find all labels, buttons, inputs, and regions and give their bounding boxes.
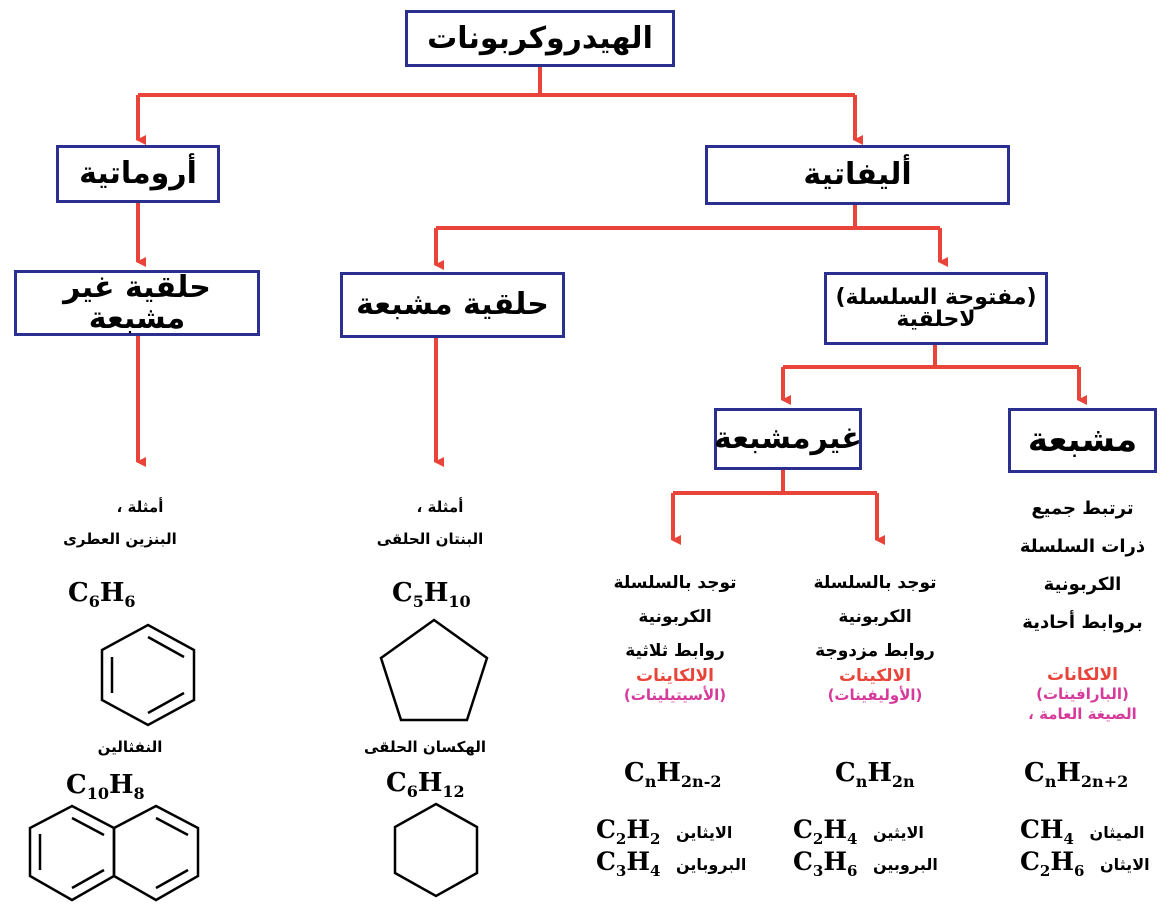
- benzene-formula: C6H6: [68, 578, 136, 612]
- alkanes-description: ترتبط جميع ذرات السلسلة الكربونية بروابط…: [1019, 498, 1146, 633]
- cyclic-unsaturated-box: حلقية غير مشبعة: [14, 270, 260, 336]
- benzene-structure: [100, 623, 196, 727]
- cyclic-unsaturated-label: حلقية غير مشبعة: [63, 269, 211, 336]
- aromatic-examples-label: أمثلة ،: [116, 498, 164, 516]
- unsaturated-box: غيرمشبعة: [714, 408, 862, 470]
- open-chain-label: (مفتوحة السلسلة): [835, 284, 1037, 310]
- general-formula-label: الصيغة العامة ،: [1028, 705, 1137, 723]
- alkenes-class-name: الالكينات: [838, 666, 912, 686]
- olefins-alt-name: (الأوليفينات): [827, 686, 923, 704]
- ethane-example: C2H6 الايثان: [1020, 847, 1150, 880]
- alkynes-general-formula: CnH2n-2: [624, 758, 722, 792]
- aliphatic-label: أليفاتية: [803, 157, 912, 193]
- cyclic-examples-label: أمثلة ،: [416, 498, 464, 516]
- aliphatic-box: أليفاتية: [705, 145, 1010, 205]
- naphthalene-structure: [28, 804, 200, 902]
- naphthalene-name: النفثالين: [97, 738, 163, 756]
- alkynes-class-name: الالكاينات: [636, 666, 714, 686]
- acyclic-label: لاحلقية: [896, 306, 976, 332]
- open-chain-box: (مفتوحة السلسلة) لاحلقية: [824, 272, 1048, 345]
- alkenes-description: توجد بالسلسلة الكربونية روابط مزدوجة: [813, 573, 937, 661]
- benzene-name: البنزين العطرى: [63, 530, 177, 548]
- cyclopentane-name: البنتان الحلقى: [376, 530, 484, 548]
- unsaturated-label: غيرمشبعة: [714, 421, 862, 457]
- cyclopentane-formula: C5H10: [392, 578, 471, 612]
- methane-example: CH4 الميثان: [1020, 815, 1145, 848]
- paraffins-alt-name: (البارافينات): [1036, 685, 1129, 703]
- ethene-example: C2H4 الايثين: [793, 815, 924, 848]
- aromatic-label: أروماتية: [79, 156, 197, 192]
- alkynes-description: توجد بالسلسلة الكربونية روابط ثلاثية: [613, 573, 737, 661]
- alkanes-general-formula: CnH2n+2: [1024, 758, 1129, 792]
- hydrocarbons-box: الهيدروكربونات: [405, 10, 675, 67]
- cyclohexane-formula: C6H12: [386, 768, 465, 802]
- cyclic-saturated-label: حلقية مشبعة: [356, 287, 549, 323]
- propyne-example: C3H4 البروباين: [596, 847, 747, 880]
- alkanes-class-name: الالكانات: [1047, 665, 1118, 685]
- saturated-label: مشبعة: [1027, 419, 1138, 460]
- acetylenes-alt-name: (الأسيتيلينات): [623, 686, 727, 704]
- aromatic-box: أروماتية: [56, 145, 220, 203]
- alkenes-general-formula: CnH2n: [835, 758, 915, 792]
- cyclic-saturated-box: حلقية مشبعة: [340, 272, 565, 338]
- saturated-box: مشبعة: [1008, 408, 1157, 473]
- cyclohexane-name: الهكسان الحلقى: [364, 738, 486, 756]
- propene-example: C3H6 البروبين: [793, 847, 938, 880]
- naphthalene-formula: C10H8: [66, 770, 145, 804]
- ethyne-example: C2H2 الايثاين: [596, 815, 733, 848]
- cyclopentane-structure: [379, 618, 489, 722]
- cyclohexane-structure: [393, 802, 479, 898]
- hydrocarbons-label: الهيدروكربونات: [427, 20, 653, 56]
